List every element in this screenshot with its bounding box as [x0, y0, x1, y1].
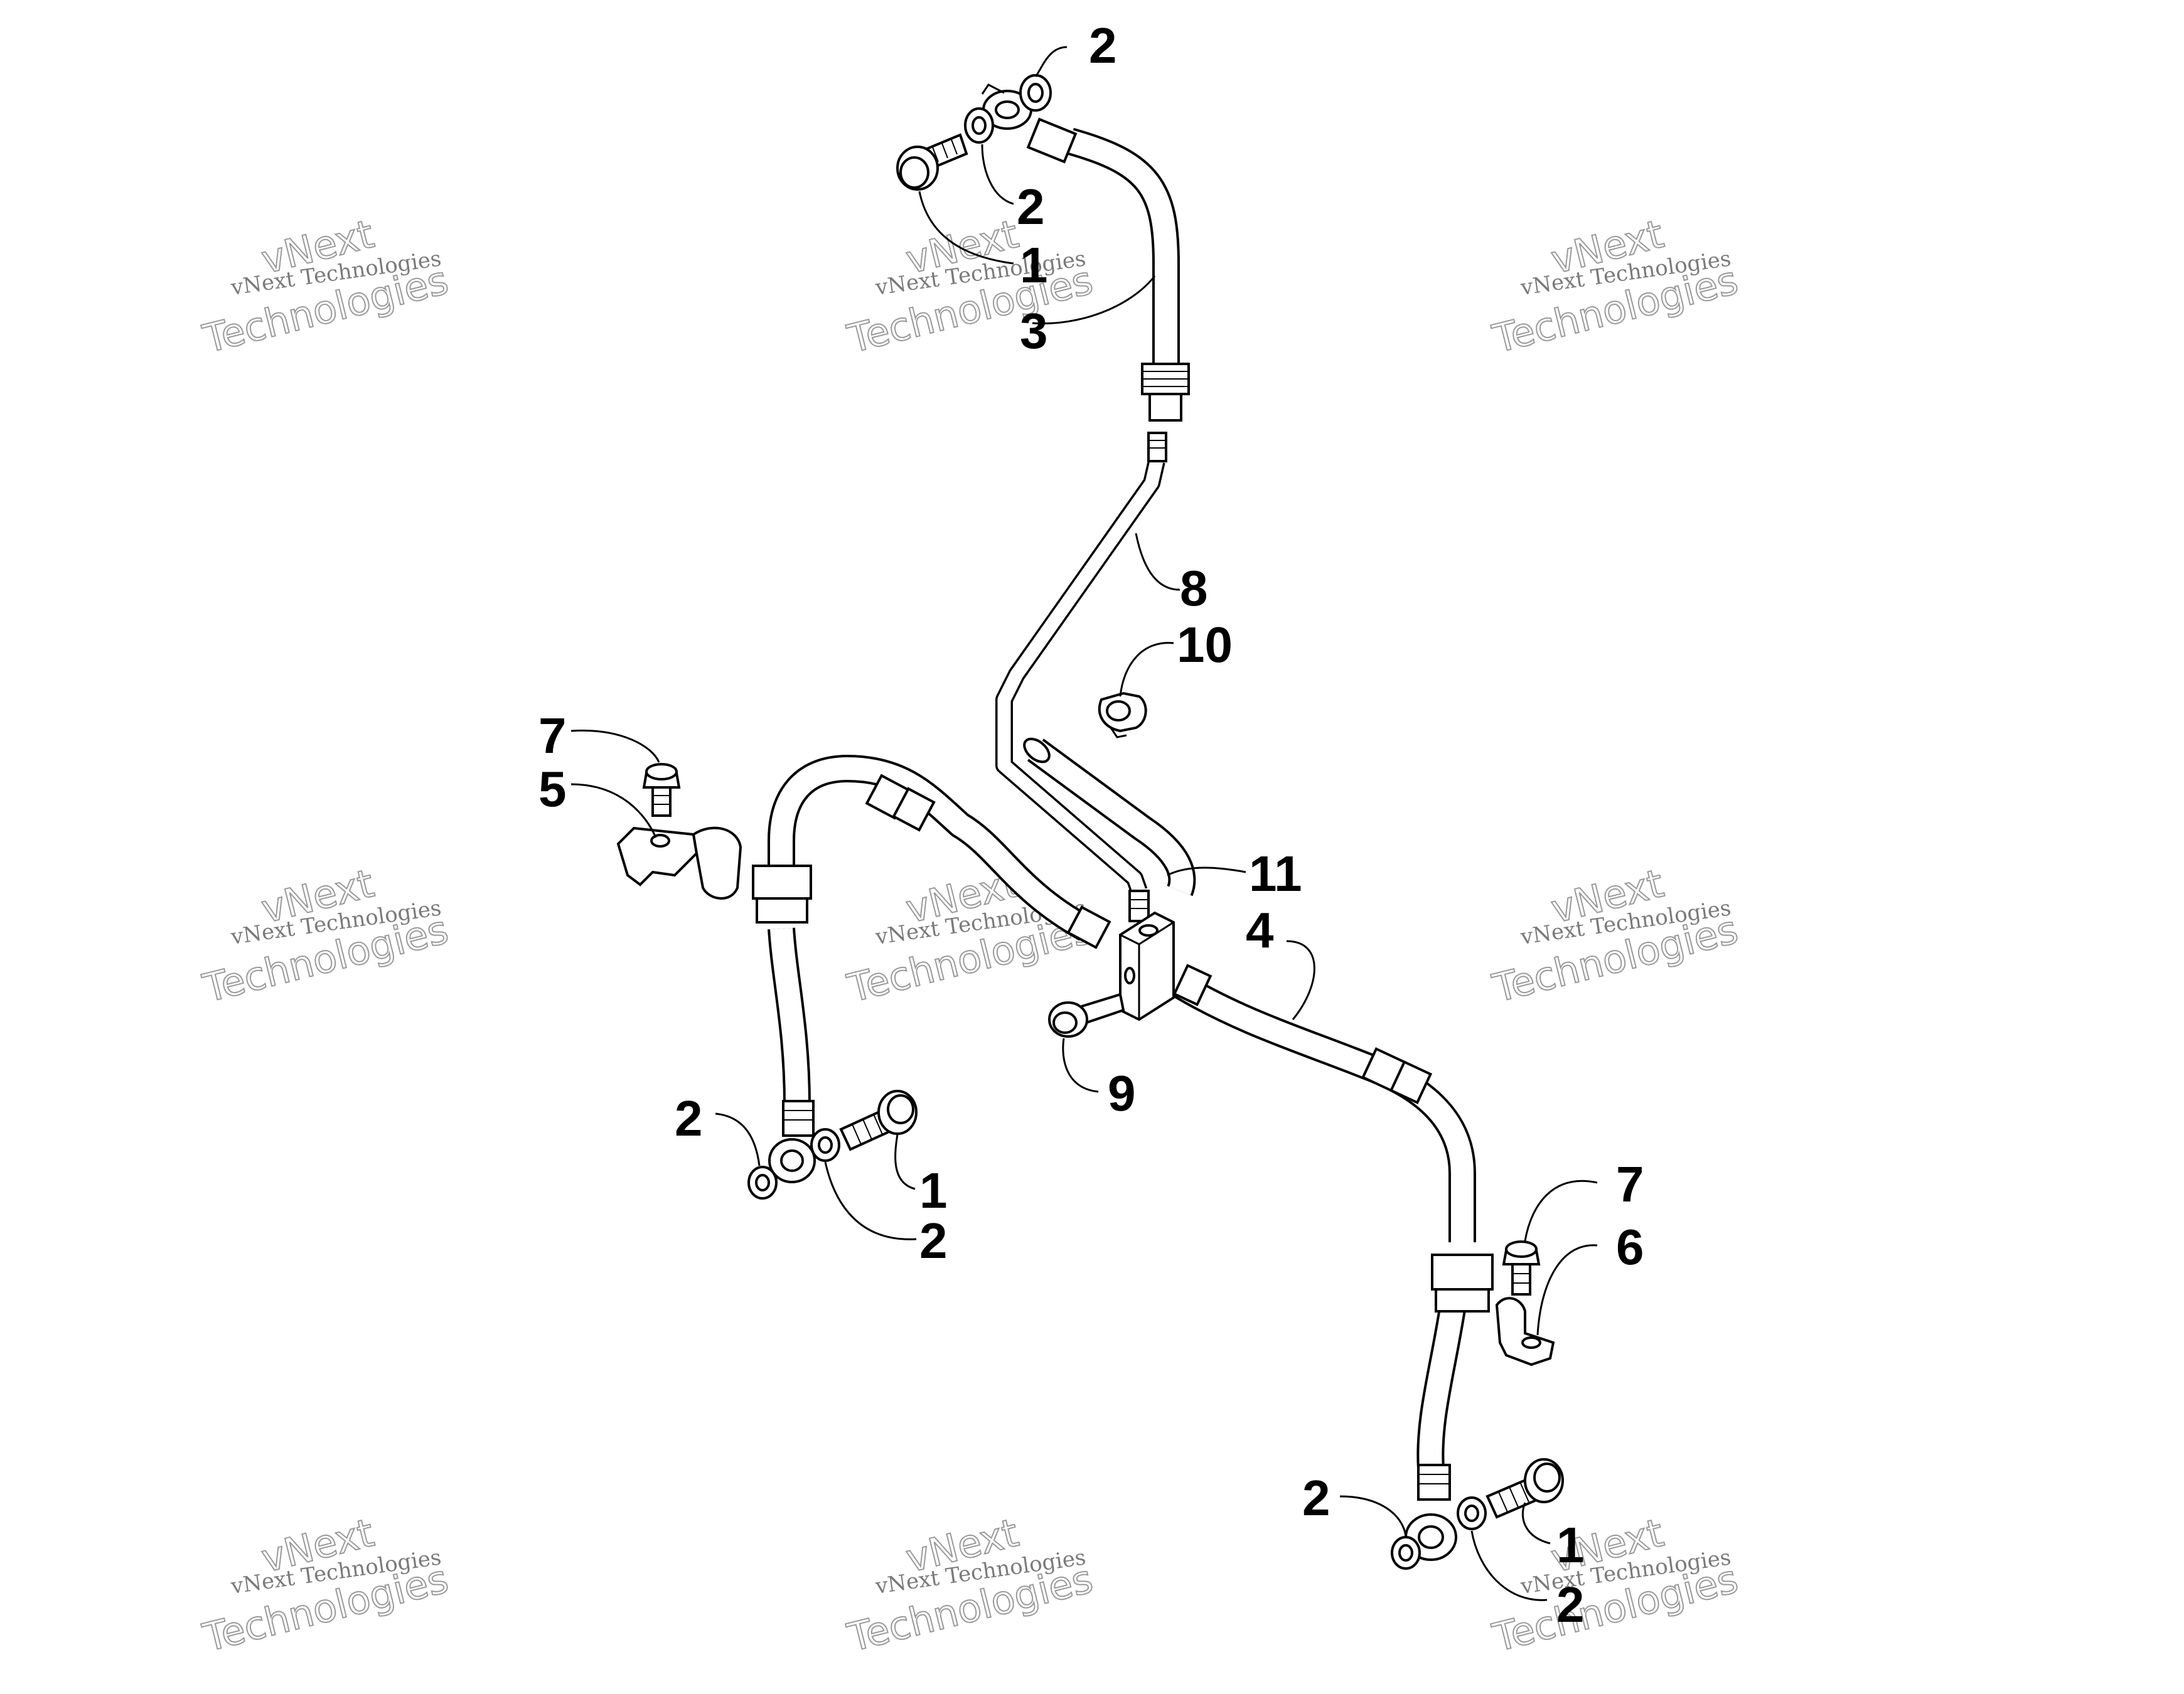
hose-ferrule	[1026, 117, 1078, 164]
callout-top-washer-right: 2	[1089, 18, 1117, 73]
left-hose-bracket	[616, 826, 742, 900]
watermark: vNext Technologies vNext Technologies	[1487, 210, 1743, 363]
top-washer-left	[964, 107, 994, 144]
hose-grommet	[1435, 1288, 1490, 1313]
watermark: vNext Technologies vNext Technologies	[198, 860, 453, 1012]
watermark: vNext Technologies vNext Technologies	[842, 210, 1098, 363]
callout-bracket-bolt-left: 7	[538, 708, 567, 764]
hose-collar	[1389, 1060, 1433, 1105]
watermark: vNext Technologies vNext Technologies	[198, 1509, 453, 1661]
top-banjo-bolt	[896, 133, 968, 191]
leader-lines	[570, 46, 1598, 1601]
right-bracket-bolt	[1502, 1240, 1541, 1296]
hose-nut	[1148, 393, 1182, 422]
callout-left-bolt: 1	[919, 1163, 948, 1218]
metal-brake-line	[995, 432, 1167, 922]
hose-collar	[892, 787, 936, 832]
right-banjo-bolt	[1485, 1458, 1564, 1519]
callout-bracket-right: 6	[1616, 1219, 1644, 1275]
callout-top-bolt: 1	[1020, 237, 1048, 293]
callout-right-washer-outer: 2	[1302, 1470, 1330, 1526]
callout-clip: 10	[1177, 617, 1233, 673]
callout-bracket-bolt-right: 7	[1616, 1156, 1644, 1212]
hose-protector	[1023, 737, 1196, 897]
callout-right-washer-inner: 2	[1556, 1577, 1585, 1633]
hose-grommet	[756, 897, 808, 924]
left-bracket-bolt	[642, 763, 681, 817]
hose-end-fitting	[1417, 1464, 1451, 1501]
upper-brake-hose	[981, 83, 1190, 422]
callout-brake-line: 8	[1180, 560, 1208, 616]
callout-junction-bolt: 9	[1108, 1065, 1136, 1121]
left-banjo-bolt	[839, 1090, 918, 1151]
hose-grommet	[752, 865, 812, 900]
left-washer-outer	[747, 1166, 778, 1200]
watermark: vNext Technologies vNext Technologies	[1487, 1509, 1743, 1661]
line-flare-nut	[1147, 432, 1167, 462]
watermark: vNext Technologies vNext Technologies	[198, 210, 453, 363]
hose-collar	[1066, 905, 1111, 949]
left-brake-hose	[752, 755, 1111, 1183]
callout-protector: 11	[1249, 846, 1302, 902]
watermark-layer: vNext Technologies vNext Technologies vN…	[198, 210, 1743, 1661]
hose-end-fitting	[782, 1100, 815, 1137]
watermark: vNext Technologies vNext Technologies	[1487, 860, 1743, 1012]
watermark: vNext Technologies vNext Technologies	[842, 860, 1098, 1012]
hose-collar	[1172, 964, 1212, 1006]
callout-right-bolt: 1	[1556, 1517, 1585, 1573]
top-washer-right	[1019, 74, 1052, 112]
callout-top-hose: 3	[1020, 303, 1048, 359]
line-clip	[1098, 691, 1147, 738]
callout-bracket-left: 5	[538, 761, 567, 817]
callout-left-washer-outer: 2	[675, 1090, 703, 1146]
callout-hose-right: 4	[1246, 902, 1274, 958]
hose-grommet	[1431, 1254, 1494, 1291]
left-washer-inner	[810, 1128, 840, 1162]
callout-numbers: 2 2 1 3 8 10 7 5 11 4 9 2 1 2 7 6 2 1 2	[538, 18, 1644, 1633]
right-washer-inner	[1457, 1496, 1487, 1530]
right-brake-hose	[1172, 964, 1494, 1561]
junction-bolt	[1048, 993, 1125, 1038]
line-flare-nut	[1128, 890, 1150, 922]
junction-block	[1119, 911, 1175, 1021]
right-hose-bracket	[1495, 1297, 1555, 1366]
right-washer-outer	[1391, 1536, 1421, 1570]
callout-left-washer-inner: 2	[919, 1213, 948, 1269]
callout-top-washer-left: 2	[1017, 179, 1045, 235]
watermark: vNext Technologies vNext Technologies	[842, 1509, 1098, 1661]
